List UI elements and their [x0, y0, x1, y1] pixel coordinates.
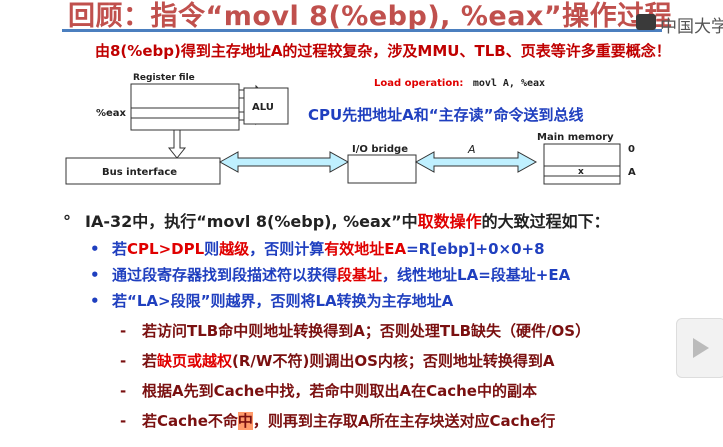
bullet-text: 若“LA>段限”则越界，否则将LA转换为主存地址A [112, 292, 454, 310]
register-file-label: Register file [133, 73, 195, 83]
list-item: -若缺页或越权(R/W不符)则调出OS内核；否则地址转换得到A [120, 350, 554, 371]
bullet-text: ，线性地址LA=段基址+EA [382, 266, 571, 284]
cpu-note: CPU先把地址A和“主存读”命令送到总线 [308, 106, 584, 124]
io-bridge-label: I/O bridge [352, 144, 408, 155]
bullet-text: 通过段寄存器找到段描述符以获得 [112, 266, 338, 284]
load-operation-label: Load operation: [374, 78, 463, 89]
bullet-text-highlight: CPL>DPL [127, 240, 205, 258]
main-memory-a: A [628, 167, 636, 178]
bullet-marker: • [90, 240, 100, 258]
list-item: • 若CPL>DPL则越级，否则计算有效地址EA=R[ebp]+0×0+8 [90, 238, 545, 259]
bullet-text: ，则再到主存取A所在主存块送对应Cache行 [252, 412, 556, 430]
bullet-text-highlight: 段基址 [337, 266, 383, 284]
bullet-text: 若 [112, 240, 128, 258]
bullet-text: 则 [204, 240, 220, 258]
bullet-marker: - [120, 412, 127, 430]
list-item: • 通过段寄存器找到段描述符以获得段基址，线性地址LA=段基址+EA [90, 264, 570, 285]
bullet-text: (R/W不符)则调出OS内核；否则地址转换得到A [232, 352, 555, 370]
bullet-text: IA-32中，执行“movl 8(%ebp), %eax”中 [85, 212, 418, 231]
slide-subtitle: 由8(%ebp)得到主存地址A的过程较复杂，涉及MMU、TLB、页表等许多重要概… [95, 42, 671, 60]
bullet-marker: - [120, 322, 127, 340]
mooc-logo-icon [636, 14, 656, 30]
slide-title: 回顾：指令“movl 8(%ebp), %eax”操作过程 [68, 1, 673, 32]
bullet-text-highlight: 有效地址EA [324, 240, 407, 258]
bullet-marker: - [120, 352, 127, 370]
watermark-text: 中国大学 [660, 17, 723, 37]
main-memory-x: x [578, 167, 584, 177]
reg-bus-arrow [167, 129, 187, 159]
bus-interface-label: Bus interface [102, 167, 177, 178]
bullet-marker: ° [63, 212, 71, 231]
eax-label: %eax [96, 108, 127, 119]
bullet-text-highlight: 取数操作 [417, 212, 482, 231]
main-memory-box [543, 143, 621, 185]
cursor-highlight: 中 [237, 412, 253, 430]
bus-interface-box [65, 157, 221, 185]
bullet-text: ，否则计算 [249, 240, 325, 258]
io-bridge-box [347, 154, 417, 184]
alu-label: ALU [252, 102, 274, 113]
bullet-text-highlight: 缺页或越权 [157, 352, 233, 370]
main-memory-cell-x [543, 165, 621, 177]
bullet-text: 若Cache不命 [142, 412, 238, 430]
bullet-marker: • [90, 266, 100, 284]
bullet-marker: - [120, 382, 127, 400]
list-item: -若Cache不命中，则再到主存取A所在主存块送对应Cache行 [120, 410, 555, 431]
main-memory-label: Main memory [537, 132, 614, 143]
load-instruction: movl A, %eax [473, 78, 545, 89]
play-icon [693, 338, 709, 358]
bullet-text-highlight: 越级 [219, 240, 250, 258]
load-operation: Load operation: movl A, %eax [374, 78, 545, 89]
memory-bus-arrow [414, 151, 538, 173]
play-button[interactable] [676, 318, 723, 378]
bullet-text: 根据A先到Cache中找，若命中则取出A在Cache中的副本 [142, 382, 537, 400]
address-a-label: A [467, 143, 476, 156]
title-underline [62, 29, 662, 32]
register-file-row [130, 107, 240, 119]
list-item: -若访问TLB命中则地址转换得到A；否则处理TLB缺失（硬件/OS） [120, 320, 590, 341]
system-bus-arrow [218, 151, 350, 173]
alu-box [243, 87, 289, 125]
list-item: -根据A先到Cache中找，若命中则取出A在Cache中的副本 [120, 380, 537, 401]
bullet-text: =R[ebp]+0×0+8 [406, 240, 545, 258]
slide-title-bar: 回顾：指令“movl 8(%ebp), %eax”操作过程 [0, 0, 723, 34]
bullet-text: 的大致过程如下： [481, 212, 610, 231]
bullet-marker: • [90, 292, 100, 310]
bus-diagram: Register file %eax ALU Load operation: m… [65, 73, 636, 185]
bullet-text: 若 [142, 352, 158, 370]
watermark: 中国大学 [618, 0, 723, 37]
main-memory-zero: 0 [628, 144, 635, 155]
list-item-intro: ° IA-32中，执行“movl 8(%ebp), %eax”中取数操作的大致过程… [63, 208, 610, 232]
register-file-box [130, 83, 240, 131]
bullet-text: 若访问TLB命中则地址转换得到A；否则处理TLB缺失（硬件/OS） [142, 322, 591, 340]
list-item: • 若“LA>段限”则越界，否则将LA转换为主存地址A [90, 290, 453, 311]
